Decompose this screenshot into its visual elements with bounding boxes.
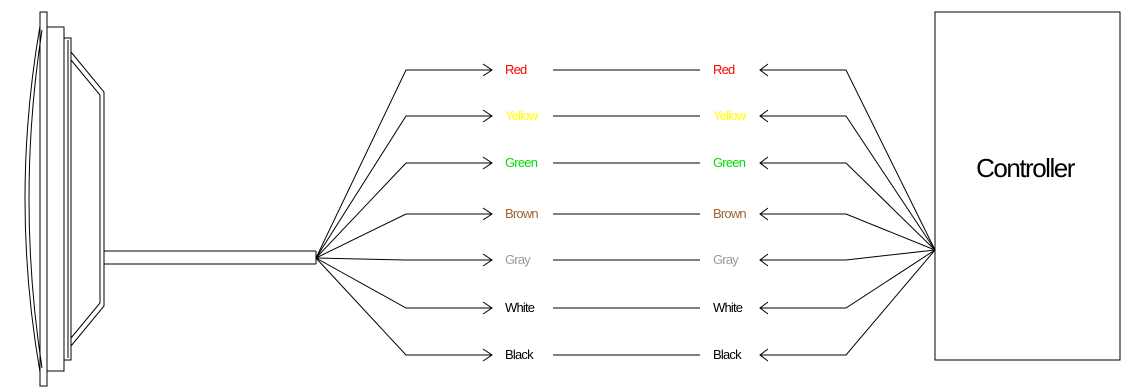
wire-label-right: Brown [713,206,746,221]
wire-row: Green Green [315,155,936,259]
wire-label-left: Gray [505,252,531,267]
speaker-back-body-inner [70,59,101,339]
controller-label: Controller [976,153,1076,183]
wire-row: Gray Gray [315,249,936,267]
wire-label-left: Red [505,62,527,77]
left-fan-wire [315,162,492,259]
left-fan-wire [315,213,492,259]
arrowhead-right-icon [482,253,493,267]
right-fan-wire [760,249,936,261]
speaker-back-body [70,51,105,347]
wire-label-left: Black [505,347,534,362]
arrowhead-right-icon [482,301,493,315]
right-fan-wire [760,69,936,251]
speaker-curved-face [24,25,41,373]
wire-row: Yellow Yellow [315,108,936,259]
left-fan-wire [315,257,492,261]
arrowhead-right-icon [482,109,493,123]
speaker-front-plate [39,11,48,387]
wire-row: Black Black [315,249,936,362]
wire-label-right: Yellow [713,108,747,123]
wire-label-right: White [713,300,743,315]
left-fan-wire [315,257,492,309]
wire-label-left: Green [505,155,538,170]
controller-box [934,11,1121,361]
wire-label-left: Yellow [505,108,539,123]
speaker-curved-face-inner [28,29,43,369]
right-fan-wire [760,213,936,251]
wire-label-left: White [505,300,535,315]
wire-row: Brown Brown [315,206,936,259]
arrowhead-right-icon [482,348,493,362]
wire-row: White White [315,249,936,315]
wire-label-right: Gray [713,252,739,267]
arrowhead-right-icon [482,156,493,170]
wire-label-left: Brown [505,206,538,221]
speaker-device [24,11,105,387]
speaker-flange [46,26,65,372]
wire-label-right: Green [713,155,746,170]
arrowhead-right-icon [482,63,493,77]
arrowhead-right-icon [482,207,493,221]
left-fan-wire [315,69,492,259]
right-fan-wire [760,162,936,251]
wire-label-right: Black [713,347,742,362]
wire-row: Red Red [315,62,936,259]
wire-label-right: Red [713,62,735,77]
right-fan-wire [760,249,936,356]
cable [104,250,317,265]
left-fan-wire [315,257,492,356]
right-fan-wire [760,115,936,251]
right-fan-wire [760,249,936,309]
left-fan-wire [315,115,492,259]
